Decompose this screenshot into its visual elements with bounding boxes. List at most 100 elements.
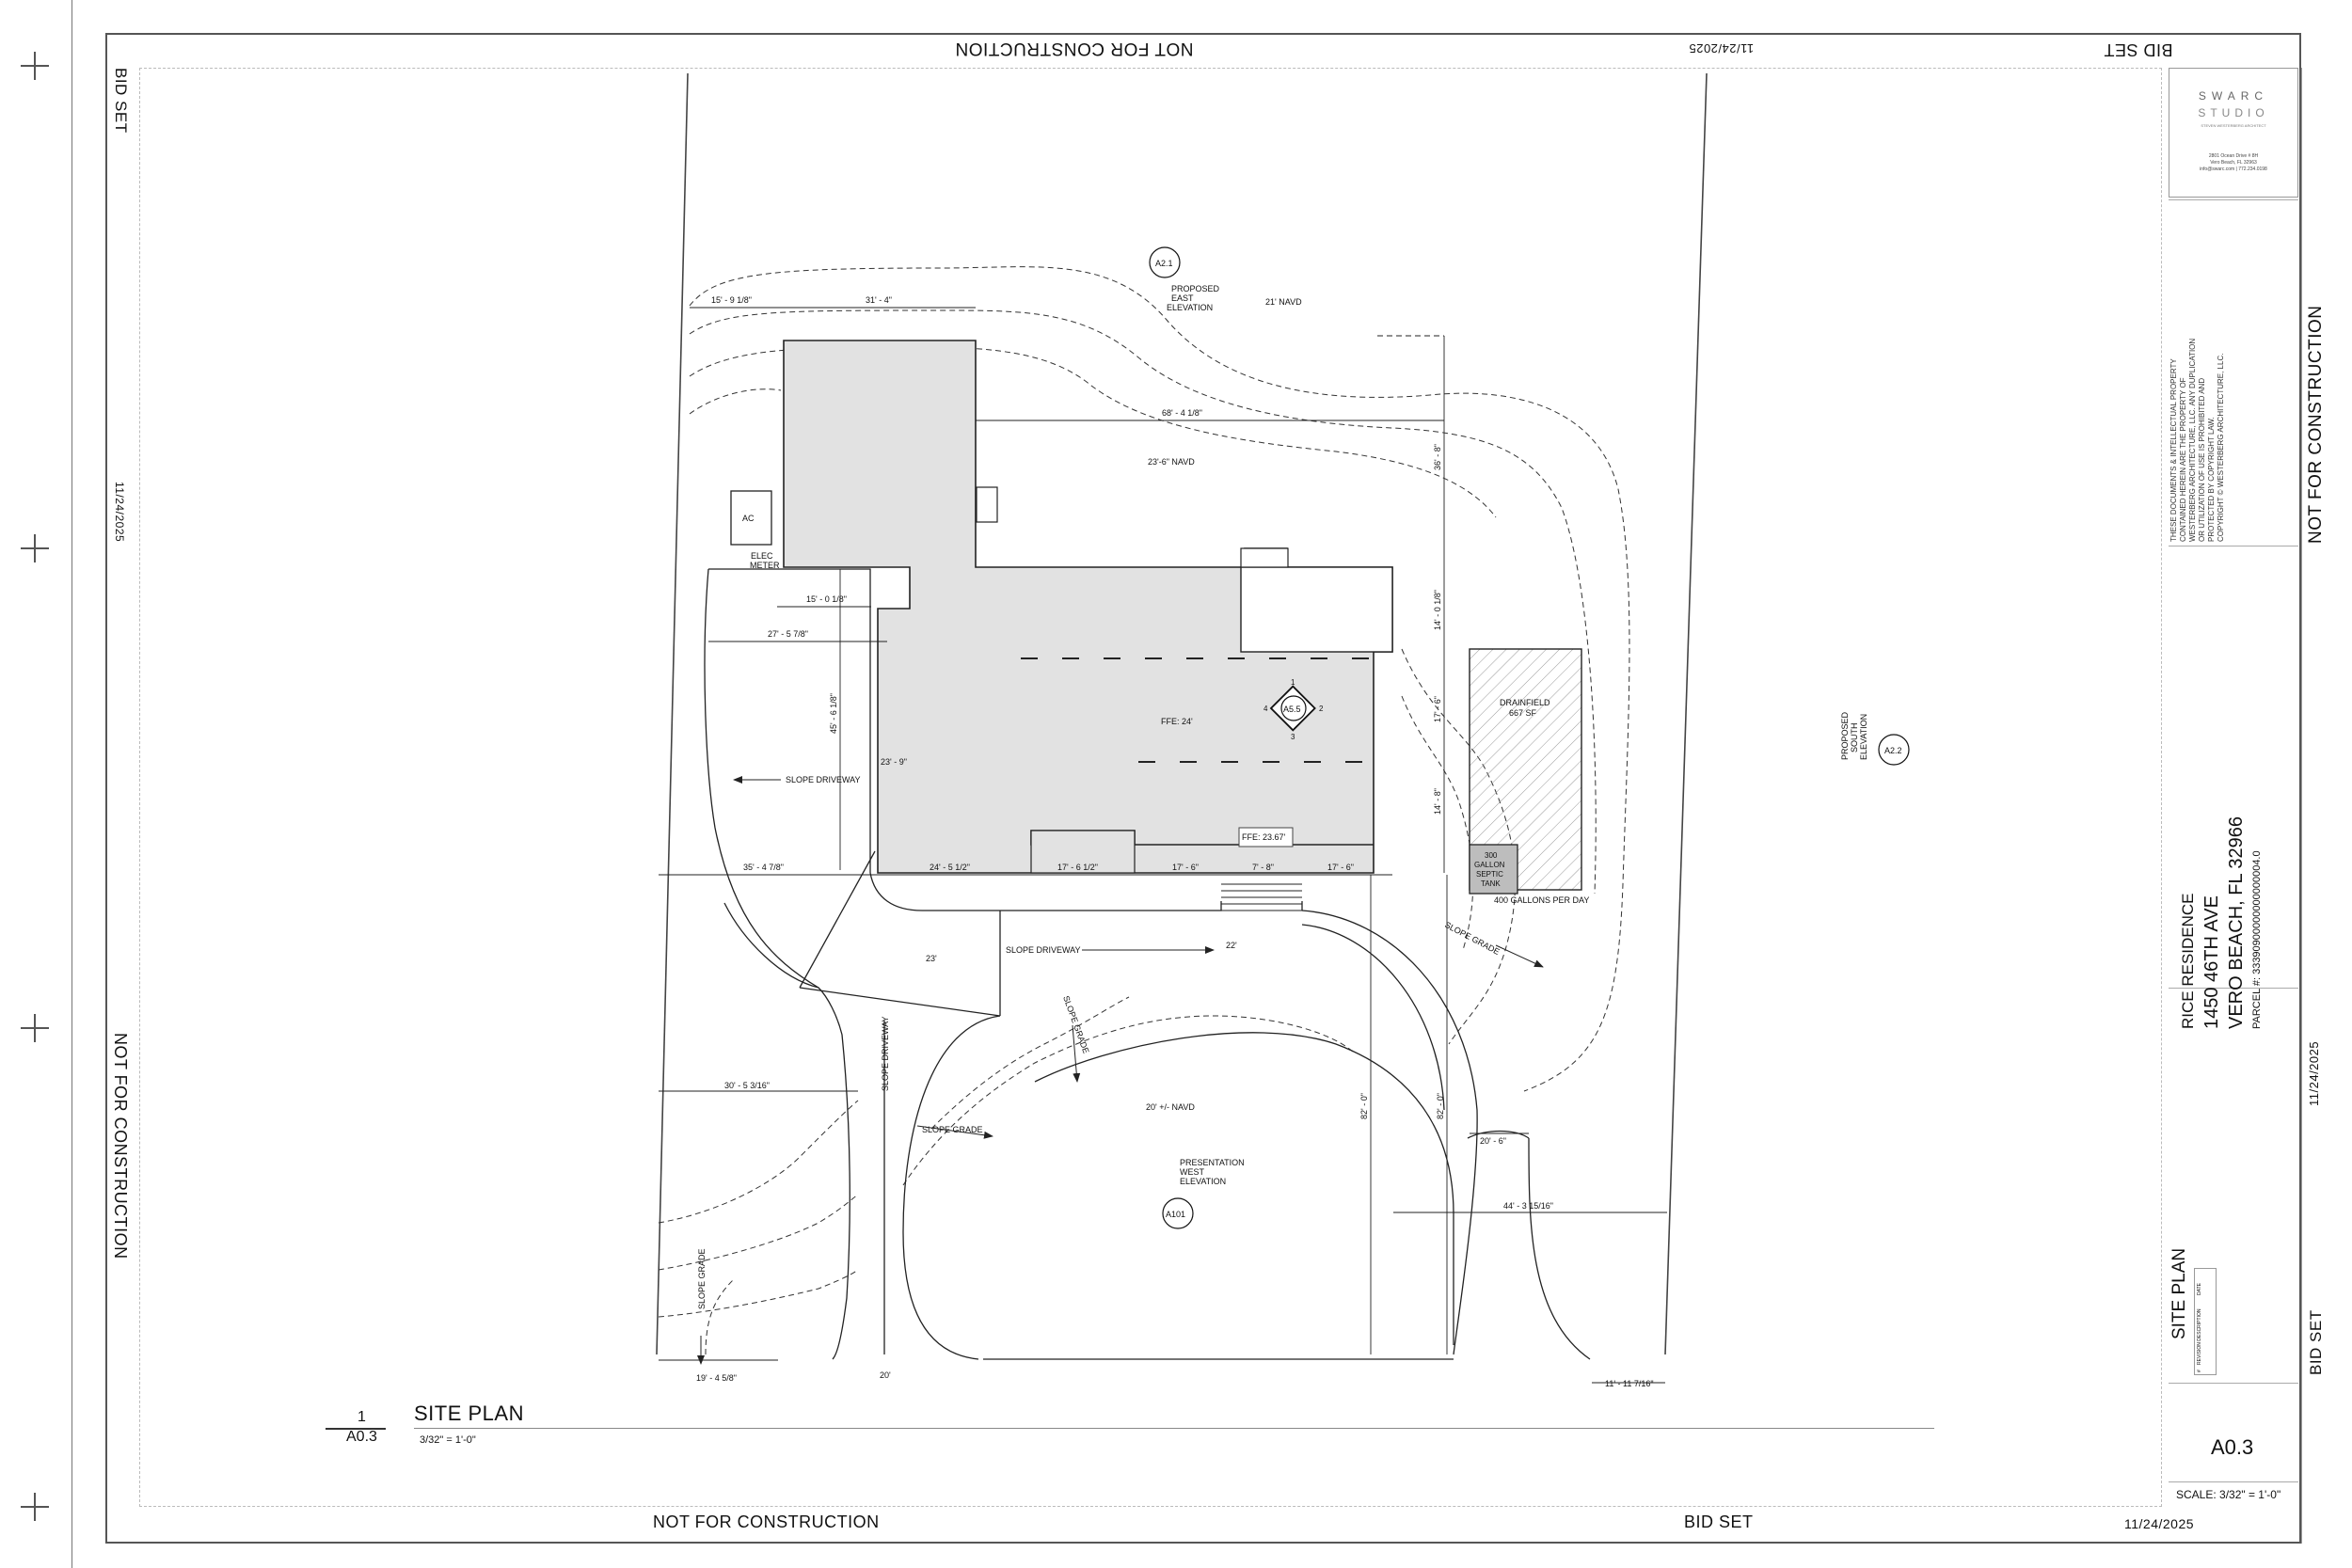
- elevation-tag-south: A2.2 PROPOSED SOUTH ELEVATION: [1840, 711, 1910, 766]
- svg-text:19' - 4 5/8": 19' - 4 5/8": [696, 1373, 737, 1383]
- dimension-lines: [659, 307, 1667, 1384]
- elec-meter-label: ELEC: [751, 551, 773, 561]
- title-block-rule: [2169, 1383, 2298, 1384]
- svg-text:30' - 5 3/16": 30' - 5 3/16": [724, 1081, 770, 1090]
- svg-text:21' NAVD: 21' NAVD: [1265, 297, 1302, 307]
- elevation-tag-east: A2.1 PROPOSED EAST ELEVATION: [1149, 246, 1220, 312]
- drawing-area-border: [139, 68, 2162, 1507]
- crop-mark: [21, 52, 49, 80]
- svg-text:17' - 6": 17' - 6": [1327, 863, 1354, 872]
- svg-text:82' - 0": 82' - 0": [1359, 1093, 1369, 1119]
- crop-mark: [21, 534, 49, 562]
- svg-text:4: 4: [1263, 705, 1268, 713]
- interior-dashes: [1021, 657, 1369, 763]
- firm-tagline: STEVEN WESTERBERG ARCHITECT: [2201, 123, 2266, 128]
- septic-tank: [1469, 844, 1518, 895]
- septic-label-3: SEPTIC: [1476, 870, 1503, 879]
- svg-text:20': 20': [880, 1370, 891, 1380]
- svg-text:23'-6" NAVD: 23'-6" NAVD: [1148, 457, 1195, 467]
- stamp-not-for-construction-bottom: NOT FOR CONSTRUCTION: [653, 1513, 880, 1531]
- svg-text:23': 23': [926, 954, 937, 963]
- svg-text:35' - 4 7/8": 35' - 4 7/8": [743, 863, 784, 872]
- ac-unit: [730, 490, 772, 546]
- svg-text:PROPOSED: PROPOSED: [1840, 711, 1850, 760]
- driveway-outline: [704, 568, 1591, 1360]
- svg-text:ELEVATION: ELEVATION: [1180, 1177, 1226, 1186]
- svg-text:20' +/- NAVD: 20' +/- NAVD: [1146, 1102, 1195, 1112]
- svg-text:SOUTH: SOUTH: [1850, 723, 1859, 753]
- drawing-number: 1: [358, 1409, 366, 1425]
- drainfield-label: DRAINFIELD: [1500, 698, 1550, 707]
- drawing-title-line: [414, 1428, 1934, 1429]
- drawing-title-rule: [326, 1428, 386, 1430]
- section-marker: A5.5 1 2 3 4: [1263, 678, 1324, 741]
- svg-text:24' - 5 1/2": 24' - 5 1/2": [930, 863, 970, 872]
- svg-text:22': 22': [1226, 941, 1237, 950]
- property-line-east: [1664, 72, 1708, 1355]
- svg-text:SLOPE GRADE: SLOPE GRADE: [697, 1248, 707, 1309]
- svg-text:SLOPE GRADE: SLOPE GRADE: [922, 1125, 983, 1134]
- property-line-west: [656, 72, 689, 1355]
- septic-label-4: TANK: [1481, 879, 1501, 888]
- svg-text:SLOPE DRIVEWAY: SLOPE DRIVEWAY: [786, 775, 861, 784]
- svg-text:17' - 6 1/2": 17' - 6 1/2": [1057, 863, 1098, 872]
- sheet-border: [105, 33, 2301, 1544]
- svg-text:ELEVATION: ELEVATION: [1859, 714, 1868, 760]
- svg-text:1: 1: [1291, 678, 1295, 687]
- title-block-divider: [2301, 68, 2302, 1544]
- svg-text:EAST: EAST: [1171, 293, 1194, 303]
- firm-name: SWARC: [2198, 89, 2269, 103]
- septic-capacity: 400 GALLONS PER DAY: [1494, 895, 1589, 905]
- svg-text:A5.5: A5.5: [1283, 705, 1301, 714]
- sheet-number: A0.3: [2211, 1435, 2254, 1459]
- svg-text:A2.1: A2.1: [1155, 259, 1173, 268]
- chimney: [976, 486, 998, 523]
- svg-text:SLOPE GRADE: SLOPE GRADE: [1443, 920, 1502, 957]
- porch-bump: [1240, 547, 1289, 568]
- ffe-garage-box: [1238, 827, 1294, 847]
- svg-text:45' - 6 1/8": 45' - 6 1/8": [829, 693, 838, 734]
- front-entry-bump: [1030, 830, 1136, 874]
- septic-label-2: GALLON: [1474, 861, 1505, 869]
- ac-label: AC: [742, 514, 755, 523]
- svg-text:82' - 0": 82' - 0": [1436, 1093, 1445, 1119]
- svg-text:2: 2: [1319, 705, 1324, 713]
- svg-text:36' - 8": 36' - 8": [1433, 444, 1442, 470]
- firm-logo: SWARC STUDIO STEVEN WESTERBERG ARCHITECT…: [2169, 68, 2298, 198]
- title-block-rule: [2169, 199, 2298, 200]
- svg-text:17' - 6": 17' - 6": [1433, 696, 1442, 722]
- crop-mark: [21, 1493, 49, 1521]
- svg-text:3: 3: [1291, 733, 1295, 741]
- svg-text:14' - 8": 14' - 8": [1433, 788, 1442, 815]
- elec-meter-label-2: METER: [750, 561, 780, 570]
- stamp-bid-set-bottom: BID SET: [1684, 1513, 1754, 1531]
- svg-text:20' - 6": 20' - 6": [1480, 1136, 1506, 1146]
- stamp-date-bottom: 11/24/2025: [2124, 1516, 2195, 1531]
- crop-mark: [21, 1014, 49, 1042]
- slope-arrows: [697, 776, 1544, 1365]
- svg-text:WEST: WEST: [1180, 1167, 1205, 1177]
- dimension-text: 15' - 9 1/8" 31' - 4" 68' - 4 1/8" 36' -…: [696, 295, 1654, 1388]
- front-steps: [1221, 883, 1302, 911]
- svg-text:17' - 6": 17' - 6": [1172, 863, 1199, 872]
- svg-text:FFE: 23.67': FFE: 23.67': [1242, 832, 1286, 842]
- septic-label-1: 300: [1485, 851, 1498, 860]
- svg-text:PROPOSED: PROPOSED: [1171, 284, 1220, 293]
- svg-text:SLOPE DRIVEWAY: SLOPE DRIVEWAY: [881, 1016, 890, 1091]
- firm-studio: STUDIO: [2198, 106, 2269, 119]
- svg-text:11' - 11 7/16": 11' - 11 7/16": [1605, 1379, 1654, 1388]
- svg-text:A101: A101: [1166, 1210, 1185, 1219]
- drainfield-area: 667 SF: [1509, 708, 1537, 718]
- svg-text:7' - 8": 7' - 8": [1252, 863, 1274, 872]
- svg-text:FFE: 24': FFE: 24': [1161, 717, 1193, 726]
- svg-text:SLOPE GRADE: SLOPE GRADE: [1061, 994, 1090, 1054]
- svg-text:PRESENTATION: PRESENTATION: [1180, 1158, 1245, 1167]
- svg-text:SLOPE DRIVEWAY: SLOPE DRIVEWAY: [1006, 945, 1081, 955]
- title-block-rule: [2169, 1481, 2298, 1482]
- drawing-title: SITE PLAN: [414, 1402, 524, 1425]
- svg-text:31' - 4": 31' - 4": [866, 295, 892, 305]
- svg-text:14' - 0 1/8": 14' - 0 1/8": [1433, 590, 1442, 630]
- firm-address: 2801 Ocean Drive # 8H Vero Beach, FL 329…: [2200, 153, 2267, 172]
- drawing-sheet-ref: A0.3: [346, 1429, 377, 1445]
